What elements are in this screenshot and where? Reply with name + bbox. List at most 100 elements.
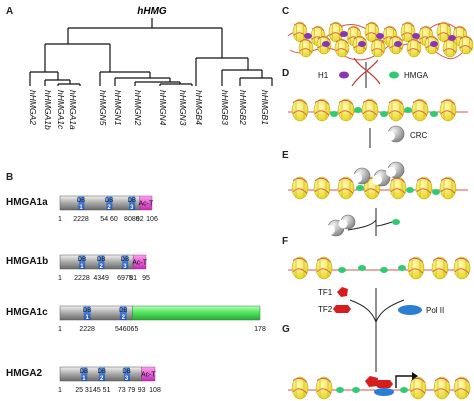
panel-label-g: G: [282, 324, 290, 335]
nucleosomes-f: [291, 256, 471, 280]
dna-binding-domain: [83, 306, 91, 320]
hmga-protein: [404, 107, 412, 113]
residue-tick-label: 546065: [115, 326, 138, 333]
tree-leaf-label: hHMGA1a: [68, 90, 78, 130]
nucleosome: [291, 98, 309, 122]
domain-db-label: DB: [105, 198, 113, 204]
nucleosome: [292, 21, 308, 43]
nucleosome: [439, 176, 457, 200]
protein-name: HMGA1c: [6, 307, 48, 318]
acidic-tail-domain: [132, 254, 147, 270]
h1-protein: [394, 41, 402, 47]
protein-name: HMGA1b: [6, 256, 48, 267]
panel-c-compact-chromatin: [287, 21, 474, 61]
domain-number: 3: [130, 205, 134, 211]
pol-ii-icon: [398, 305, 422, 315]
tree-leaf-label: hHMGN5: [98, 90, 108, 126]
chromatin-schematic: H1 HMGA CRC: [287, 21, 474, 400]
nucleosome: [337, 176, 355, 200]
tf2-label: TF2: [318, 305, 333, 314]
arrow-f-in: [375, 221, 393, 227]
nucleosome: [291, 176, 309, 200]
panel-d-opening: H1 HMGA: [288, 57, 468, 122]
protein-name: HMGA2: [6, 368, 43, 379]
residue-tick-label: 2228: [73, 216, 89, 223]
dna-binding-domain: [123, 367, 130, 381]
residue-tick-label: 1: [58, 275, 62, 282]
act-label: Ac-T: [141, 372, 157, 379]
panel-label-b: B: [6, 172, 13, 183]
bound-pol-ii: [374, 388, 394, 396]
crc-bound: [352, 167, 371, 185]
act-label: Ac-T: [132, 260, 148, 267]
domain-number: 2: [100, 376, 104, 382]
hmga-protein: [338, 267, 346, 273]
tf1-icon: [337, 287, 348, 297]
tf2-icon: [333, 305, 351, 313]
nucleosome: [370, 38, 386, 58]
panel-e-remodeling: CRC: [288, 125, 468, 200]
nucleosome: [291, 376, 309, 400]
hmga-protein: [354, 107, 362, 113]
nucleosomes-g: [291, 376, 471, 400]
tree-leaf-label: hHMGN4: [158, 90, 168, 126]
hmga-protein: [398, 265, 406, 271]
act-label: Ac-T: [138, 201, 154, 208]
arrow-g-left: [349, 299, 377, 323]
panel-label-a: A: [6, 6, 13, 17]
arrow-g-right: [375, 299, 405, 323]
nucleosomes-d: [291, 98, 457, 122]
hmga-protein: [358, 265, 366, 271]
dna-binding-domain: [106, 196, 113, 210]
h1-protein: [376, 33, 384, 39]
tree-leaf-label: hHMGB4: [194, 90, 204, 125]
domain-db-label: DB: [121, 257, 129, 263]
tree-leaf-label: hHMGN3: [178, 90, 188, 126]
domain-db-label: DB: [122, 369, 130, 375]
domain-number: 1: [85, 315, 89, 321]
tree-leaf-label: hHMGB1: [260, 90, 270, 125]
nucleosome: [433, 376, 451, 400]
domain-db-label: DB: [119, 308, 127, 314]
residue-tick-label: 54 60: [100, 216, 118, 223]
hmga-free-icon: [392, 219, 400, 225]
dna-binding-domain: [129, 196, 136, 210]
tree-root-label: hHMG: [137, 6, 167, 17]
nucleosome: [453, 376, 471, 400]
hmga-protein: [336, 387, 344, 393]
h1-protein: [358, 41, 366, 47]
nucleosome: [387, 98, 405, 122]
residue-tick-label: 93: [138, 387, 146, 394]
domain-number: 2: [107, 205, 111, 211]
tree-leaf-label: hHMGN1: [113, 90, 123, 126]
nucleosome: [406, 38, 422, 58]
residue-tick-label: 1: [58, 387, 62, 394]
crc-bound: [372, 169, 391, 187]
domain-number: 3: [123, 264, 127, 270]
domain-db-label: DB: [128, 198, 136, 204]
residue-tick-label: 6975: [117, 275, 133, 282]
domain-db-label: DB: [97, 257, 105, 263]
domain-number: 1: [79, 205, 83, 211]
panel-g-transcription: TF1 TF2 Pol II: [288, 287, 471, 400]
panel-label-f: F: [282, 236, 288, 247]
tree-leaf-label: hHMGB3: [220, 90, 230, 125]
domain-db-label: DB: [98, 369, 106, 375]
dna-binding-domain: [79, 255, 86, 269]
nucleosome: [315, 376, 333, 400]
h1-protein: [322, 41, 330, 47]
panel-f-eviction: [288, 208, 471, 280]
acidic-tail-domain: [141, 366, 156, 382]
dna-binding-domain: [119, 306, 127, 320]
domain-db-label: DB: [77, 198, 85, 204]
crc-label: CRC: [410, 131, 428, 140]
nucleosome: [409, 376, 427, 400]
nucleosome: [337, 98, 355, 122]
arrow-f-out: [347, 219, 377, 231]
domain-number: 2: [122, 315, 126, 321]
